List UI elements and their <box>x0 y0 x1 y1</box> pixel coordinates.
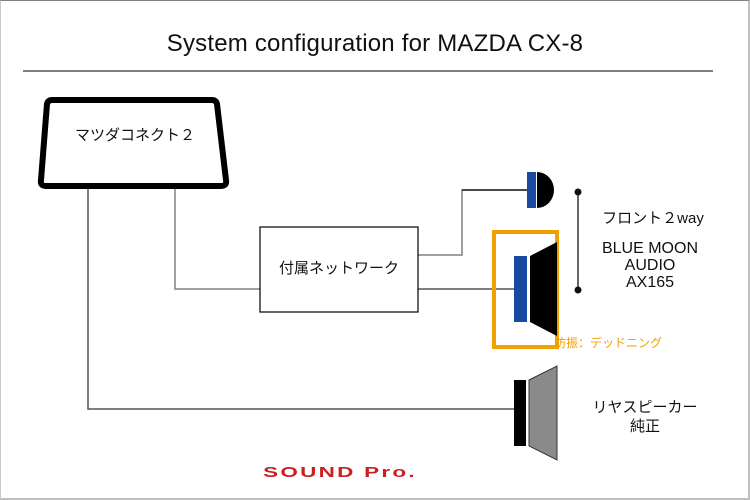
rear-line-1: リヤスピーカー <box>592 398 698 416</box>
damping-label: 防振：デッドニング <box>554 336 663 350</box>
front-type-label: フロント２way <box>602 210 704 227</box>
woofer-icon <box>514 242 557 336</box>
network-label: 付属ネットワーク <box>278 259 399 277</box>
product-line-2: AUDIO <box>624 257 676 274</box>
product-line-3: AX165 <box>625 274 675 291</box>
wire-hu-to-network <box>174 186 260 290</box>
product-line-1: BLUE MOON <box>601 240 698 257</box>
network-box <box>259 226 419 313</box>
rear-line-2: 純正 <box>629 417 660 435</box>
wire-network-to-tweeter <box>418 189 528 256</box>
tweeter-icon <box>527 172 554 208</box>
head-unit-box <box>37 97 230 189</box>
front-product-label: BLUE MOON AUDIO AX165 <box>580 240 720 291</box>
title-divider <box>23 70 713 72</box>
wire-hu-to-rear <box>87 186 514 410</box>
head-unit-label: マツダコネクト２ <box>74 126 195 144</box>
wires <box>87 186 528 410</box>
front-bracket <box>574 188 582 294</box>
rear-speaker-icon <box>514 365 558 461</box>
diagram-title: System configuration for MAZDA CX-8 <box>166 30 584 57</box>
rear-speaker-label: リヤスピーカー 純正 <box>575 398 715 436</box>
brand-logo: SOUND Pro. <box>263 464 417 481</box>
